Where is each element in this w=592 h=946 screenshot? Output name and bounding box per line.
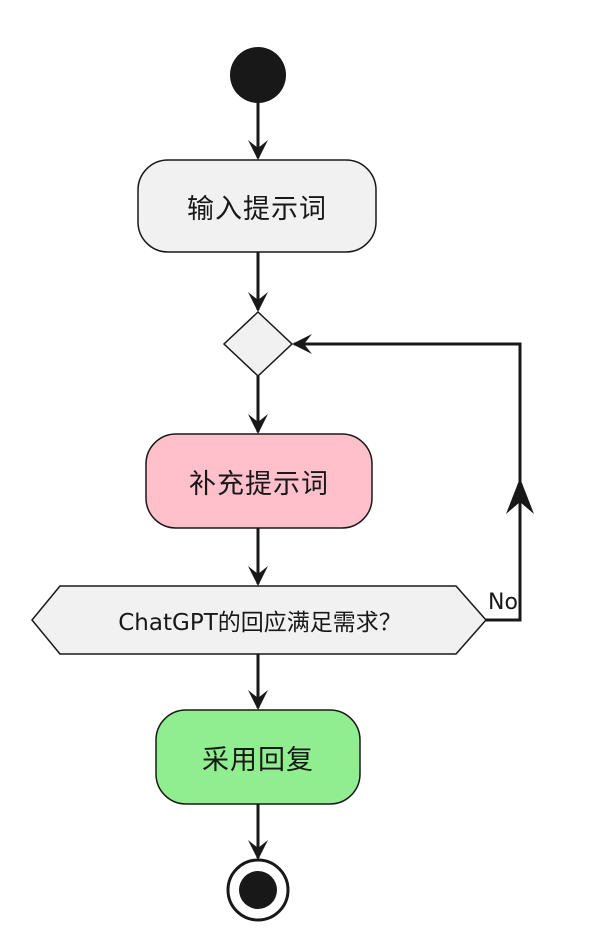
start-node — [230, 47, 286, 103]
action-adopt-reply-label: 采用回复 — [202, 744, 314, 776]
branch-no-label: No — [488, 590, 518, 615]
loop-direction-arrow — [506, 478, 534, 514]
merge-diamond — [222, 310, 294, 378]
action-refine-prompt-label: 补充提示词 — [189, 468, 329, 500]
condition-hexagon — [31, 585, 488, 655]
action-input-prompt-label: 输入提示词 — [187, 193, 327, 225]
condition-label: ChatGPT的回应满足需求？ — [118, 610, 402, 636]
end-node-inner — [239, 871, 277, 909]
